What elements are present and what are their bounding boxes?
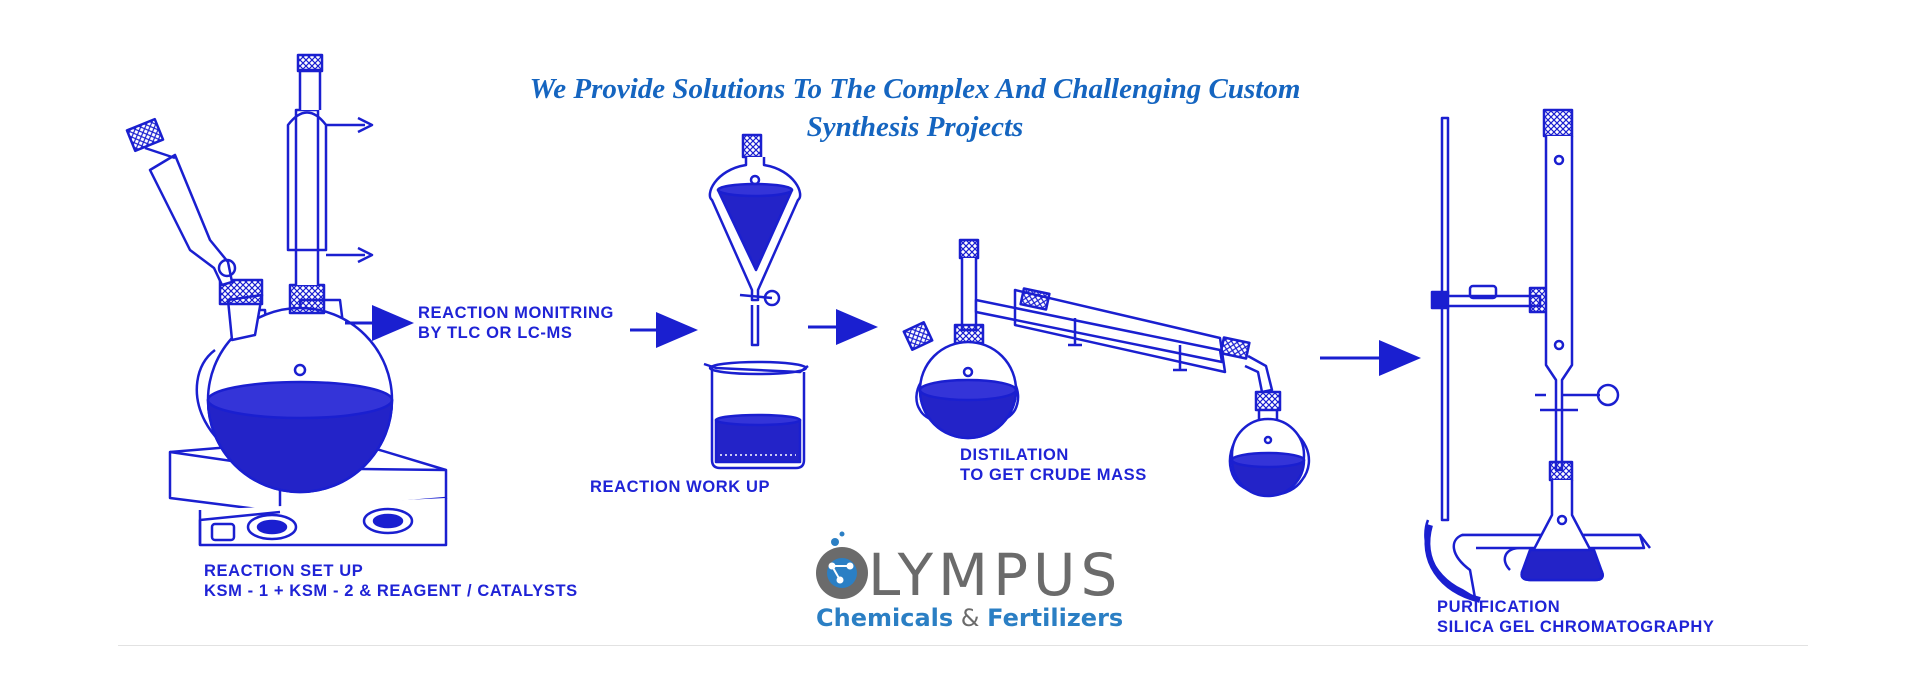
logo-tagline-chemicals: Chemicals <box>816 604 954 632</box>
logo-tagline-fertilizers: Fertilizers <box>987 604 1124 632</box>
workup-label: REACTION WORK UP <box>590 478 771 496</box>
monitoring-line-1: REACTION MONITRING <box>418 304 614 322</box>
reaction-setup-apparatus <box>125 53 448 547</box>
distillation-apparatus <box>902 238 1311 498</box>
logo-tagline: Chemicals & Fertilizers <box>816 604 1123 632</box>
distillation-line-2: TO GET CRUDE MASS <box>960 466 1147 484</box>
purification-title: PURIFICATION <box>1437 598 1561 616</box>
separatory-funnel-icon <box>708 133 802 347</box>
setup-title: REACTION SET UP <box>204 562 364 580</box>
monitoring-line-2: BY TLC OR LC-MS <box>418 324 573 342</box>
distillation-label: DISTILATION TO GET CRUDE MASS <box>960 445 1147 485</box>
setup-label: REACTION SET UP KSM - 1 + KSM - 2 & REAG… <box>204 561 578 601</box>
distillation-line-1: DISTILATION <box>960 446 1069 464</box>
setup-detail: KSM - 1 + KSM - 2 & REAGENT / CATALYSTS <box>204 582 578 600</box>
headline-line-1: We Provide Solutions To The Complex And … <box>529 73 1301 105</box>
logo-wordmark: LYMPUS <box>868 541 1123 609</box>
chromatography-column-icon <box>1424 108 1651 603</box>
logo-tagline-amp: & <box>953 604 988 632</box>
banner-headline: We Provide Solutions To The Complex And … <box>380 70 1450 146</box>
purification-label: PURIFICATION SILICA GEL CHROMATOGRAPHY <box>1437 597 1715 637</box>
divider-line <box>118 645 1808 646</box>
beaker-icon <box>703 360 809 470</box>
purification-detail: SILICA GEL CHROMATOGRAPHY <box>1437 618 1715 636</box>
headline-line-2: Synthesis Projects <box>806 111 1024 143</box>
monitoring-label: REACTION MONITRING BY TLC OR LC-MS <box>418 303 614 343</box>
olympus-logo-icon <box>816 531 868 599</box>
